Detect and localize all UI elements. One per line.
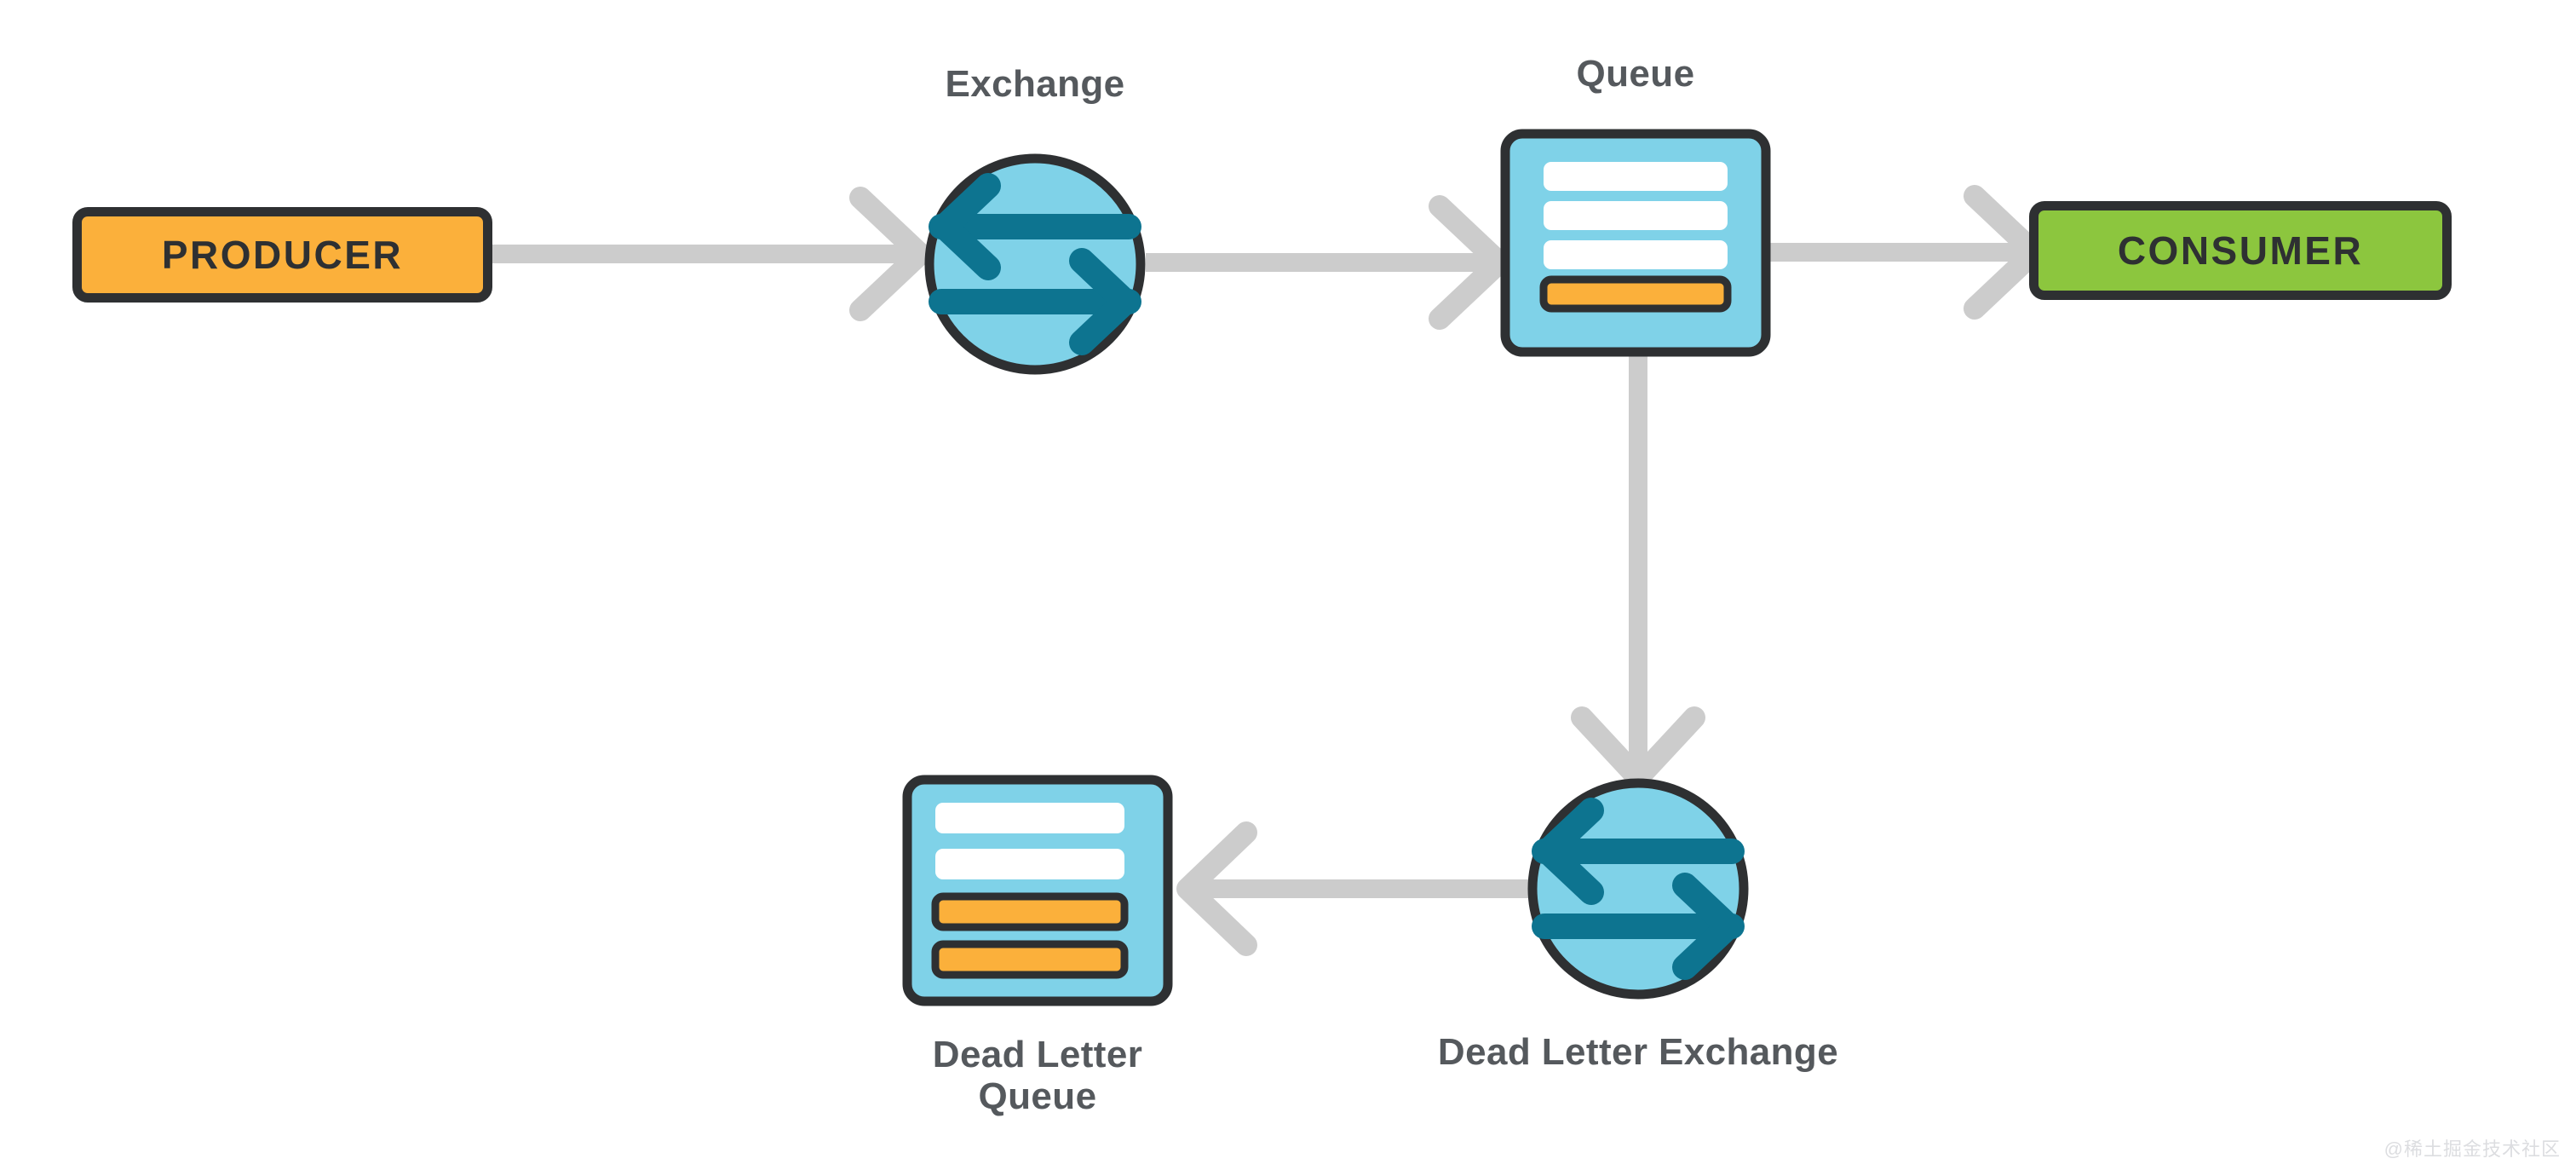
node-exchange[interactable] (924, 153, 1146, 375)
dlq-message-2 (935, 849, 1124, 879)
queue-label: Queue (1576, 53, 1695, 95)
dlq-message-3 (931, 892, 1129, 931)
node-dead-letter-exchange[interactable] (1527, 778, 1749, 1000)
dlq-message-4 (931, 940, 1129, 979)
connector-queue-to-dead-letter-exchange (1571, 356, 1705, 789)
connector-dead-letter-exchange-to-dead-letter-queue (1176, 821, 1529, 956)
connector-queue-to-consumer (1770, 185, 2045, 320)
queue-message-3 (1544, 240, 1728, 269)
node-consumer[interactable]: CONSUMER (2029, 201, 2452, 300)
site-watermark: @稀土掘金技术社区 (2383, 1138, 2561, 1160)
producer-label: PRODUCER (161, 233, 404, 277)
dead-letter-exchange-label: Dead Letter Exchange (1437, 1031, 1839, 1073)
connector-producer-to-exchange (492, 187, 931, 321)
connector-exchange-to-queue (1146, 195, 1510, 330)
queue-message-1 (1544, 162, 1728, 191)
dlq-message-1 (935, 803, 1124, 833)
dead-letter-queue-label: Dead Letter Queue (932, 1034, 1143, 1118)
node-dead-letter-queue[interactable] (902, 775, 1173, 1006)
node-producer[interactable]: PRODUCER (72, 207, 492, 303)
queue-message-4 (1539, 275, 1732, 313)
node-queue[interactable] (1500, 129, 1771, 357)
consumer-label: CONSUMER (2117, 228, 2364, 273)
queue-message-2 (1544, 201, 1728, 230)
exchange-label: Exchange (945, 63, 1125, 105)
